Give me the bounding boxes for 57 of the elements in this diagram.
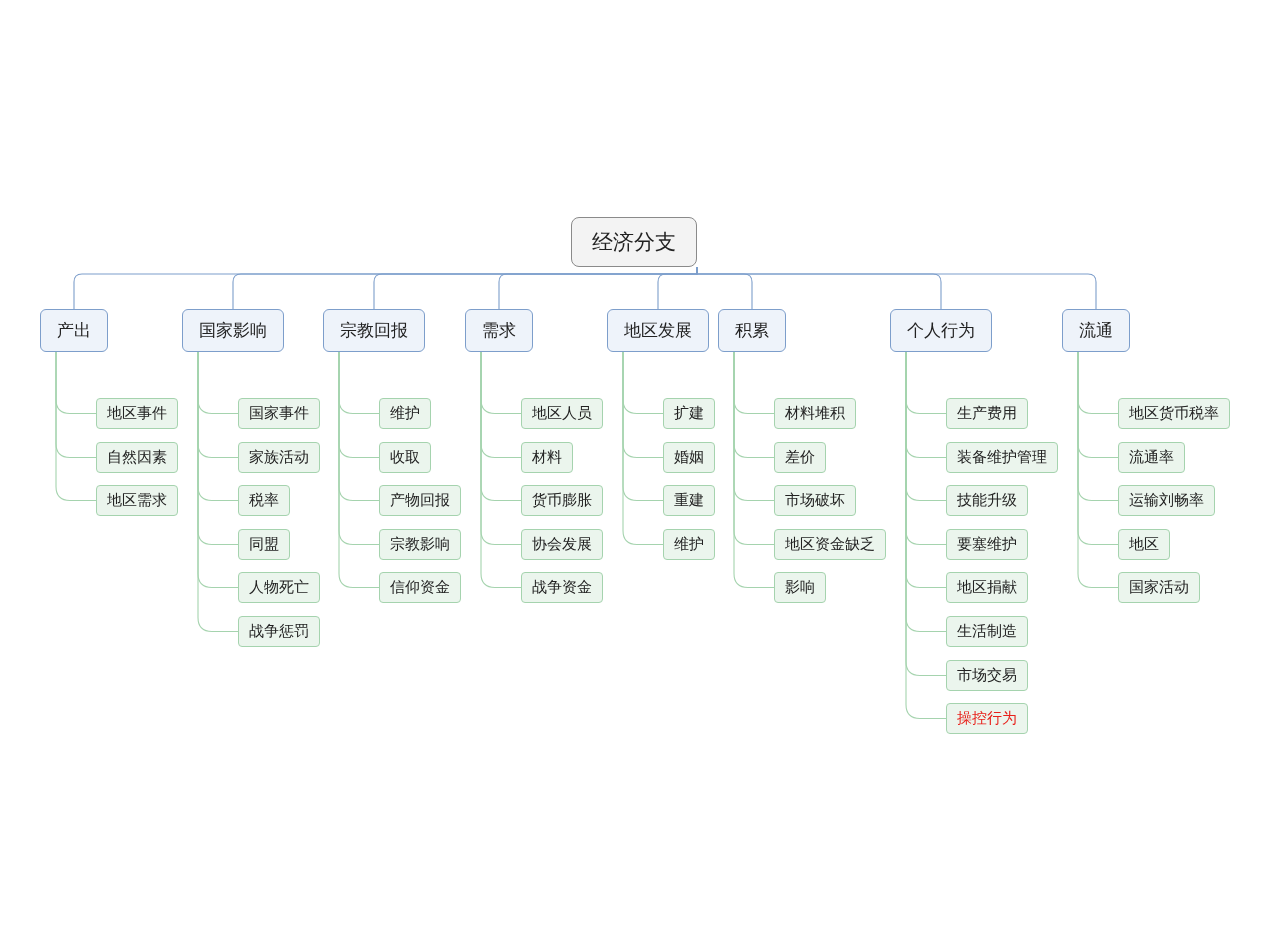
- subtopic-box: 影响: [774, 572, 826, 604]
- subtopic-box: 维护: [379, 398, 431, 429]
- subtopic-box: 维护: [663, 528, 715, 560]
- branch-topic-box: 积累: [718, 309, 786, 352]
- subtopic-box: 材料堆积: [774, 398, 856, 429]
- subtopic-box: 同盟: [238, 528, 290, 560]
- subtopic-box: 生活制造: [946, 616, 1028, 647]
- subtopic-box: 婚姻: [663, 441, 715, 473]
- connector-line: [197, 351, 239, 633]
- subtopic-box: 协会发展: [521, 528, 603, 560]
- subtopic-box: 材料: [521, 441, 573, 473]
- subtopic-box: 家族活动: [238, 441, 320, 473]
- subtopic-box: 地区需求: [96, 485, 178, 517]
- subtopic-box: 人物死亡: [238, 572, 320, 604]
- connector-line: [480, 351, 522, 589]
- subtopic-box: 收取: [379, 441, 431, 473]
- connector-line: [622, 351, 664, 546]
- connector-line: [1077, 351, 1119, 589]
- subtopic-box: 装备维护管理: [946, 441, 1058, 473]
- subtopic-box: 战争惩罚: [238, 616, 320, 647]
- subtopic-box: 地区人员: [521, 398, 603, 429]
- subtopic-box: 运输刘畅率: [1118, 485, 1215, 517]
- subtopic-box: 国家事件: [238, 398, 320, 429]
- subtopic-box: 自然因素: [96, 441, 178, 473]
- branch-topic-box: 产出: [40, 309, 108, 352]
- subtopic-box: 操控行为: [946, 703, 1028, 735]
- branch-topic-box: 个人行为: [890, 309, 992, 352]
- root-topic-box: 经济分支: [571, 217, 697, 267]
- connector-line: [55, 351, 97, 502]
- subtopic-box: 流通率: [1118, 441, 1185, 473]
- connector-line: [338, 351, 380, 589]
- branch-topic-box: 宗教回报: [323, 309, 425, 352]
- subtopic-box: 宗教影响: [379, 528, 461, 560]
- subtopic-box: 生产费用: [946, 398, 1028, 429]
- subtopic-box: 要塞维护: [946, 528, 1028, 560]
- subtopic-box: 信仰资金: [379, 572, 461, 604]
- subtopic-box: 地区: [1118, 528, 1170, 560]
- branch-topic-box: 需求: [465, 309, 533, 352]
- subtopic-box: 市场破坏: [774, 485, 856, 517]
- subtopic-box: 差价: [774, 441, 826, 473]
- subtopic-box: 地区捐献: [946, 572, 1028, 604]
- connector-line: [733, 351, 775, 589]
- subtopic-box: 地区资金缺乏: [774, 528, 886, 560]
- branch-topic-box: 流通: [1062, 309, 1130, 352]
- subtopic-box: 货币膨胀: [521, 485, 603, 517]
- branch-topic-box: 国家影响: [182, 309, 284, 352]
- branch-topic-box: 地区发展: [607, 309, 709, 352]
- subtopic-box: 地区货币税率: [1118, 398, 1230, 429]
- subtopic-box: 重建: [663, 485, 715, 517]
- subtopic-box: 市场交易: [946, 659, 1028, 691]
- subtopic-box: 扩建: [663, 398, 715, 429]
- subtopic-box: 产物回报: [379, 485, 461, 517]
- subtopic-box: 国家活动: [1118, 572, 1200, 604]
- subtopic-box: 税率: [238, 485, 290, 517]
- subtopic-box: 地区事件: [96, 398, 178, 429]
- subtopic-box: 战争资金: [521, 572, 603, 604]
- subtopic-box: 技能升级: [946, 485, 1028, 517]
